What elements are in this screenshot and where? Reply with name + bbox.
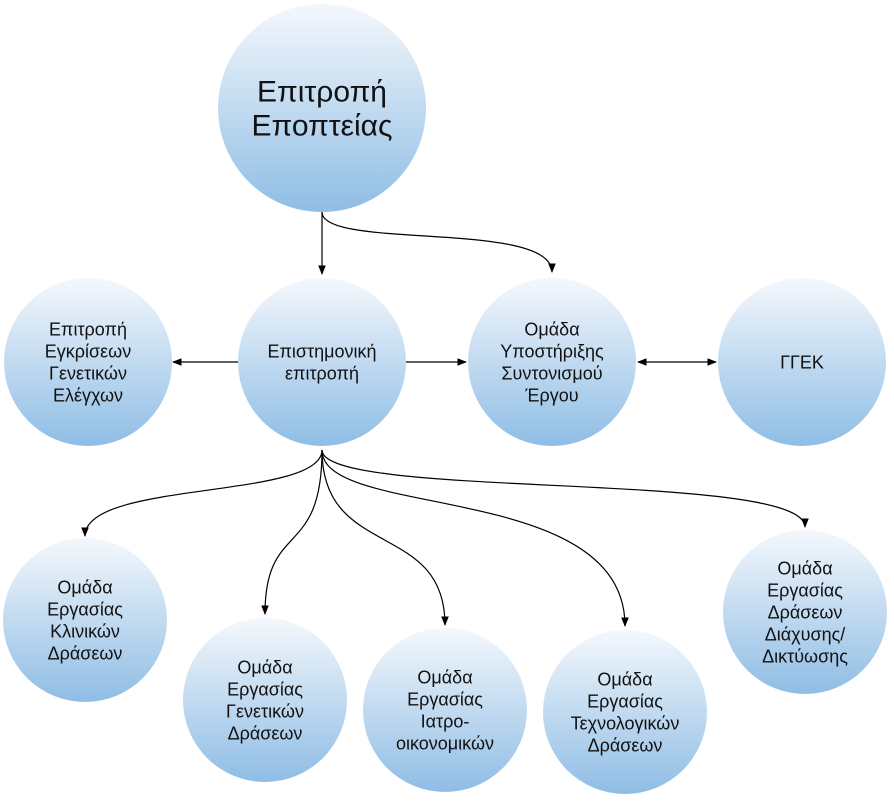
node-wg-clinical-circle bbox=[3, 538, 167, 702]
node-coordination-label-line: Υποστήριξης bbox=[500, 341, 604, 361]
node-ggek-circle bbox=[718, 278, 886, 446]
node-wg-pharmacoeconomic-label-line: Ιατρο- bbox=[421, 711, 470, 731]
node-scientific-label-line: επιτροπή bbox=[285, 363, 359, 383]
node-wg-technological-label-line: Εργασίας bbox=[587, 691, 663, 711]
node-wg-dissemination-label-line: Δράσεων bbox=[768, 602, 843, 622]
node-ggek-label-line: ΓΓΕΚ bbox=[780, 352, 824, 372]
nodes: ΕπιτροπήΕποπτείαςΕπιστημονικήεπιτροπήΕπι… bbox=[3, 4, 887, 794]
node-wg-technological-label-line: Δράσεων bbox=[588, 735, 663, 755]
node-wg-genetic-circle bbox=[183, 618, 347, 782]
node-genetic-approval-label-line: Επιτροπή bbox=[49, 319, 127, 339]
node-supervisory-circle bbox=[218, 4, 426, 212]
node-genetic-approval-label-line: Γενετικών bbox=[49, 363, 127, 383]
node-genetic-approval-label-line: Ελέγχων bbox=[53, 385, 123, 405]
node-coordination-label-line: Συντονισμού bbox=[501, 363, 602, 383]
node-wg-dissemination-circle bbox=[723, 530, 887, 694]
node-wg-pharmacoeconomic-label-line: οικονομικών bbox=[396, 733, 494, 753]
node-genetic-approval-circle bbox=[4, 278, 172, 446]
node-wg-clinical-label-line: Δράσεων bbox=[48, 643, 123, 663]
node-wg-dissemination-label-line: Ομάδα bbox=[777, 558, 832, 578]
node-coordination-label-line: Ομάδα bbox=[524, 319, 579, 339]
node-wg-dissemination-label-line: Δικτύωσης bbox=[762, 646, 848, 666]
node-wg-technological-circle bbox=[543, 630, 707, 794]
node-wg-technological-label-line: Ομάδα bbox=[597, 669, 652, 689]
node-scientific-circle bbox=[238, 278, 406, 446]
node-wg-clinical-label-line: Εργασίας bbox=[47, 599, 123, 619]
node-wg-pharmacoeconomic-label-line: Ομάδα bbox=[417, 667, 472, 687]
connectors bbox=[81, 211, 809, 627]
node-coordination-circle bbox=[468, 278, 636, 446]
edge-scientific-wg-technological-arrow bbox=[321, 449, 629, 627]
node-wg-technological-label-line: Τεχνολογικών bbox=[571, 713, 680, 733]
node-coordination-label-line: Έργου bbox=[524, 385, 578, 405]
edge-supervisory-coordination-arrow bbox=[321, 211, 556, 273]
node-genetic-approval-label-line: Εγκρίσεων bbox=[45, 341, 131, 361]
node-wg-dissemination-label-line: Εργασίας bbox=[767, 580, 843, 600]
node-wg-clinical-label-line: Κλινικών bbox=[50, 621, 120, 641]
edge-scientific-wg-dissemination-arrow bbox=[321, 449, 809, 528]
edge-scientific-wg-genetic-arrow bbox=[261, 449, 323, 615]
node-wg-genetic-label-line: Εργασίας bbox=[227, 679, 303, 699]
node-supervisory-label-line: Εποπτείας bbox=[252, 110, 393, 143]
node-supervisory-label-line: Επιτροπή bbox=[257, 76, 387, 109]
node-wg-dissemination-label-line: Διάχυσης/ bbox=[765, 624, 846, 644]
edge-scientific-wg-pharmacoeconomic-arrow bbox=[321, 449, 449, 626]
node-wg-pharmacoeconomic-label-line: Εργασίας bbox=[407, 689, 483, 709]
node-ggek: ΓΓΕΚ bbox=[718, 278, 886, 446]
node-wg-pharmacoeconomic-circle bbox=[363, 628, 527, 792]
node-wg-genetic-label-line: Δράσεων bbox=[228, 723, 303, 743]
node-scientific-label-line: Επιστημονική bbox=[267, 341, 376, 361]
node-wg-genetic-label-line: Γενετικών bbox=[226, 701, 304, 721]
node-wg-genetic-label-line: Ομάδα bbox=[237, 657, 292, 677]
edge-scientific-wg-clinical-arrow bbox=[81, 449, 323, 537]
node-wg-clinical-label-line: Ομάδα bbox=[57, 577, 112, 597]
